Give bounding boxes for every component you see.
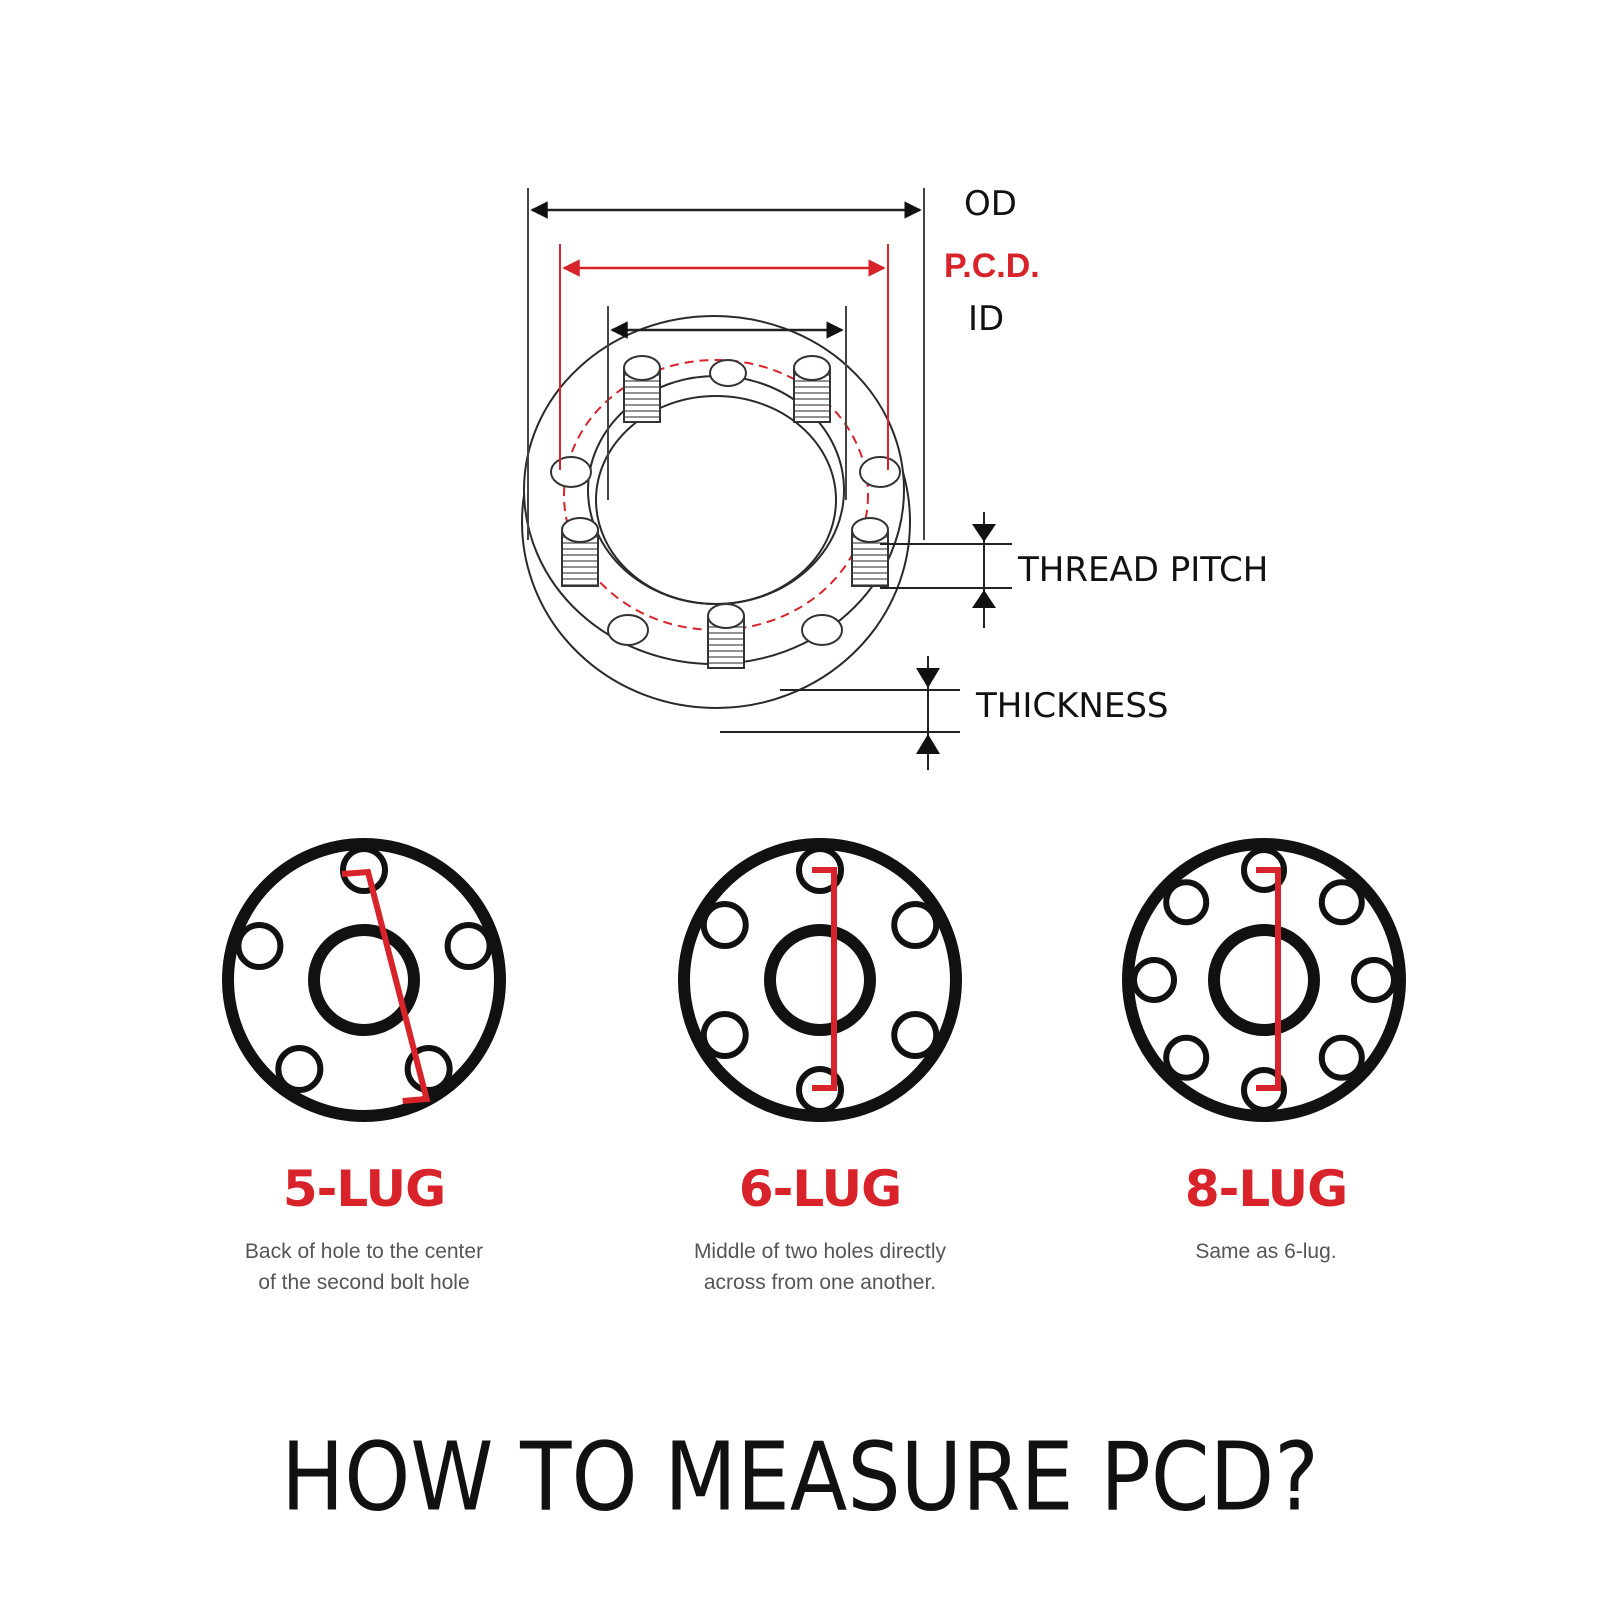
- center-bore: [764, 924, 876, 1036]
- pcd-measure-line: [341, 868, 431, 1104]
- lug-hole: [700, 901, 749, 949]
- bolt-hole: [607, 614, 649, 646]
- description-line: Middle of two holes directly: [693, 1240, 947, 1263]
- lug-hole: [891, 901, 940, 949]
- six-lug-description: Middle of two holes directly across from…: [640, 1236, 1000, 1298]
- pcd-dimension: [559, 244, 889, 470]
- center-bore: [308, 924, 420, 1036]
- five-lug-description: Back of hole to the center of the second…: [184, 1236, 544, 1298]
- bolt-holes: [550, 359, 901, 646]
- wheel-stud: [707, 603, 745, 669]
- lug-hole: [891, 1011, 940, 1059]
- lug-hole: [275, 1044, 324, 1093]
- bolt-hole: [550, 456, 592, 488]
- bolt-hole: [709, 359, 747, 387]
- lug-hole: [1131, 957, 1177, 1003]
- od-dimension: [527, 188, 925, 540]
- five-lug-pattern: [222, 838, 506, 1122]
- pcd-measure-line: [812, 867, 837, 1091]
- description-line: Same as 6-lug.: [1195, 1240, 1337, 1263]
- wheel-studs: [561, 355, 889, 669]
- wheel-stud: [561, 517, 599, 587]
- lug-hole: [1163, 879, 1210, 926]
- pcd-measure-line: [1256, 867, 1281, 1091]
- lug-hole: [1318, 1034, 1365, 1081]
- wheel-stud: [623, 355, 661, 423]
- description-line: across from one another.: [703, 1271, 937, 1294]
- pcd-label: P.C.D.: [944, 247, 1040, 285]
- wheel-stud: [793, 355, 831, 423]
- wheel-stud: [851, 517, 889, 587]
- description-line: of the second bolt hole: [258, 1271, 470, 1294]
- eight-lug-pattern: [1122, 838, 1406, 1122]
- six-lug-pattern: [678, 838, 962, 1122]
- lug-hole: [1351, 957, 1397, 1003]
- wheel-outer-rim: [678, 838, 962, 1122]
- lug-hole: [235, 922, 284, 971]
- lug-hole: [700, 1011, 749, 1059]
- center-bore: [1208, 924, 1320, 1036]
- id-dimension: [607, 306, 847, 500]
- five-lug-title: 5-LUG: [282, 1160, 446, 1218]
- thickness-dimension: [720, 656, 960, 770]
- six-lug-title: 6-LUG: [738, 1160, 902, 1218]
- description-line: Back of hole to the center: [244, 1240, 484, 1263]
- lug-hole: [1163, 1034, 1210, 1081]
- page-title: HOW TO MEASURE PCD?: [281, 1422, 1319, 1532]
- eight-lug-description: Same as 6-lug.: [1086, 1236, 1446, 1267]
- eight-lug-title: 8-LUG: [1184, 1160, 1348, 1218]
- od-label: OD: [964, 184, 1017, 224]
- bolt-pattern-diagrams: [222, 838, 1406, 1122]
- thickness-label: THICKNESS: [976, 686, 1169, 726]
- lug-hole: [1318, 879, 1365, 926]
- bolt-hole: [801, 614, 843, 646]
- thread-pitch-dimension: [880, 512, 1012, 628]
- id-label: ID: [968, 299, 1005, 339]
- lug-hole: [444, 922, 493, 971]
- thread-pitch-label: THREAD PITCH: [1018, 550, 1269, 590]
- wheel-spacer-diagram: [521, 188, 1012, 770]
- bolt-hole: [859, 456, 901, 488]
